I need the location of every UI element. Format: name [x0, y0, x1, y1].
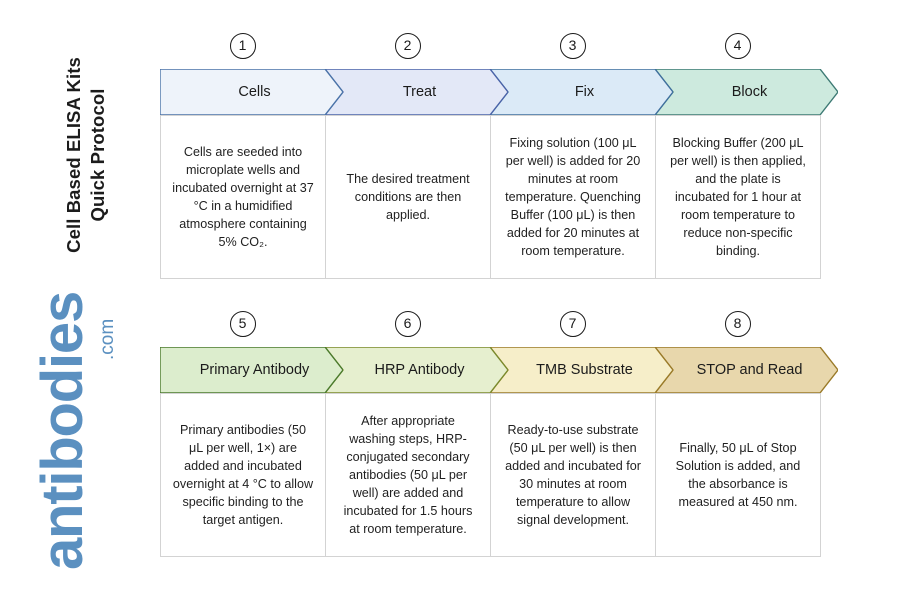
step-body-8: Finally, 50 μL of Stop Solution is added… — [655, 393, 821, 557]
step-label-3: Fix — [574, 84, 595, 100]
brand-tld: .com — [97, 318, 118, 360]
step-body-2: The desired treatment conditions are the… — [325, 115, 491, 279]
page-title-line-1: Cell Based ELISA Kits — [63, 57, 84, 253]
step-number-6: 6 — [394, 311, 421, 337]
step-band-2: Primary Antibody HRP Antibody TMB Substrat… — [160, 347, 844, 393]
step-body-text-8: Finally, 50 μL of Stop Solution is added… — [675, 440, 801, 510]
step-label-8: STOP and Read — [696, 362, 803, 378]
step-body-text-2: The desired treatment conditions are the… — [346, 171, 470, 223]
step-chevron-5[interactable]: Primary Antibody — [160, 347, 343, 393]
step-band-1: Cells Treat Fix Block — [160, 69, 844, 115]
step-chevron-shape — [655, 347, 838, 393]
step-chevron-3[interactable]: Fix — [490, 69, 673, 115]
step-chevron-4[interactable]: Block — [655, 69, 838, 115]
step-body-1: Cells are seeded into microplate wells a… — [160, 115, 326, 279]
step-body-4: Blocking Buffer (200 μL per well) is the… — [655, 115, 821, 279]
step-chevron-shape — [160, 347, 343, 393]
step-number-group-2: 5 6 7 8 — [160, 311, 844, 347]
step-chevron-2[interactable]: Treat — [325, 69, 508, 115]
step-body-text-5: Primary antibodies (50 μL per well, 1×) … — [172, 422, 314, 528]
step-body-7: Ready-to-use substrate (50 μL per well) … — [490, 393, 656, 557]
step-body-5: Primary antibodies (50 μL per well, 1×) … — [160, 393, 326, 557]
step-body-text-7: Ready-to-use substrate (50 μL per well) … — [505, 422, 641, 528]
step-chevron-1[interactable]: Cells — [160, 69, 343, 115]
step-number-3: 3 — [559, 33, 586, 59]
step-body-group-2: Primary antibodies (50 μL per well, 1×) … — [160, 393, 844, 557]
step-label-5: Primary Antibody — [199, 362, 310, 378]
step-body-group-1: Cells are seeded into microplate wells a… — [160, 115, 844, 279]
step-body-text-6: After appropriate washing steps, HRP-con… — [343, 413, 473, 537]
step-label-2: Treat — [402, 84, 437, 100]
step-number-1: 1 — [229, 33, 256, 59]
step-chevron-6[interactable]: HRP Antibody — [325, 347, 508, 393]
step-number-8: 8 — [724, 311, 751, 337]
brand-wordmark: antibodies — [30, 291, 95, 570]
step-body-3: Fixing solution (100 μL per well) is add… — [490, 115, 656, 279]
step-body-text-4: Blocking Buffer (200 μL per well) is the… — [670, 135, 806, 259]
step-number-5: 5 — [229, 311, 256, 337]
step-chevron-shape — [325, 347, 508, 393]
step-number-group-1: 1 2 3 4 — [160, 33, 844, 69]
left-rail: Cell Based ELISA Kits Quick Protocol ant… — [0, 0, 160, 594]
step-body-text-1: Cells are seeded into microplate wells a… — [172, 144, 314, 250]
step-label-6: HRP Antibody — [374, 362, 465, 378]
protocol-row-1: 1 2 3 4 Cells Treat Fix Block Cells are seeded… — [160, 33, 844, 279]
step-number-2: 2 — [394, 33, 421, 59]
step-label-7: TMB Substrate — [536, 362, 633, 378]
step-chevron-8[interactable]: STOP and Read — [655, 347, 838, 393]
step-chevron-7[interactable]: TMB Substrate — [490, 347, 673, 393]
page-title-line-2: Quick Protocol — [87, 88, 109, 222]
step-label-4: Block — [731, 84, 768, 100]
step-label-1: Cells — [238, 84, 271, 100]
step-chevron-shape — [490, 347, 673, 393]
step-body-6: After appropriate washing steps, HRP-con… — [325, 393, 491, 557]
step-body-text-3: Fixing solution (100 μL per well) is add… — [505, 135, 641, 259]
step-chevron-shape — [655, 69, 838, 115]
page-title: Cell Based ELISA Kits Quick Protocol — [62, 20, 110, 290]
step-chevron-shape — [160, 69, 343, 115]
step-number-7: 7 — [559, 311, 586, 337]
step-number-4: 4 — [724, 33, 751, 59]
step-chevron-shape — [325, 69, 508, 115]
step-chevron-shape — [490, 69, 673, 115]
protocol-row-2: 5 6 7 8 Primary Antibody HRP Antibody TMB Sub… — [160, 311, 844, 557]
